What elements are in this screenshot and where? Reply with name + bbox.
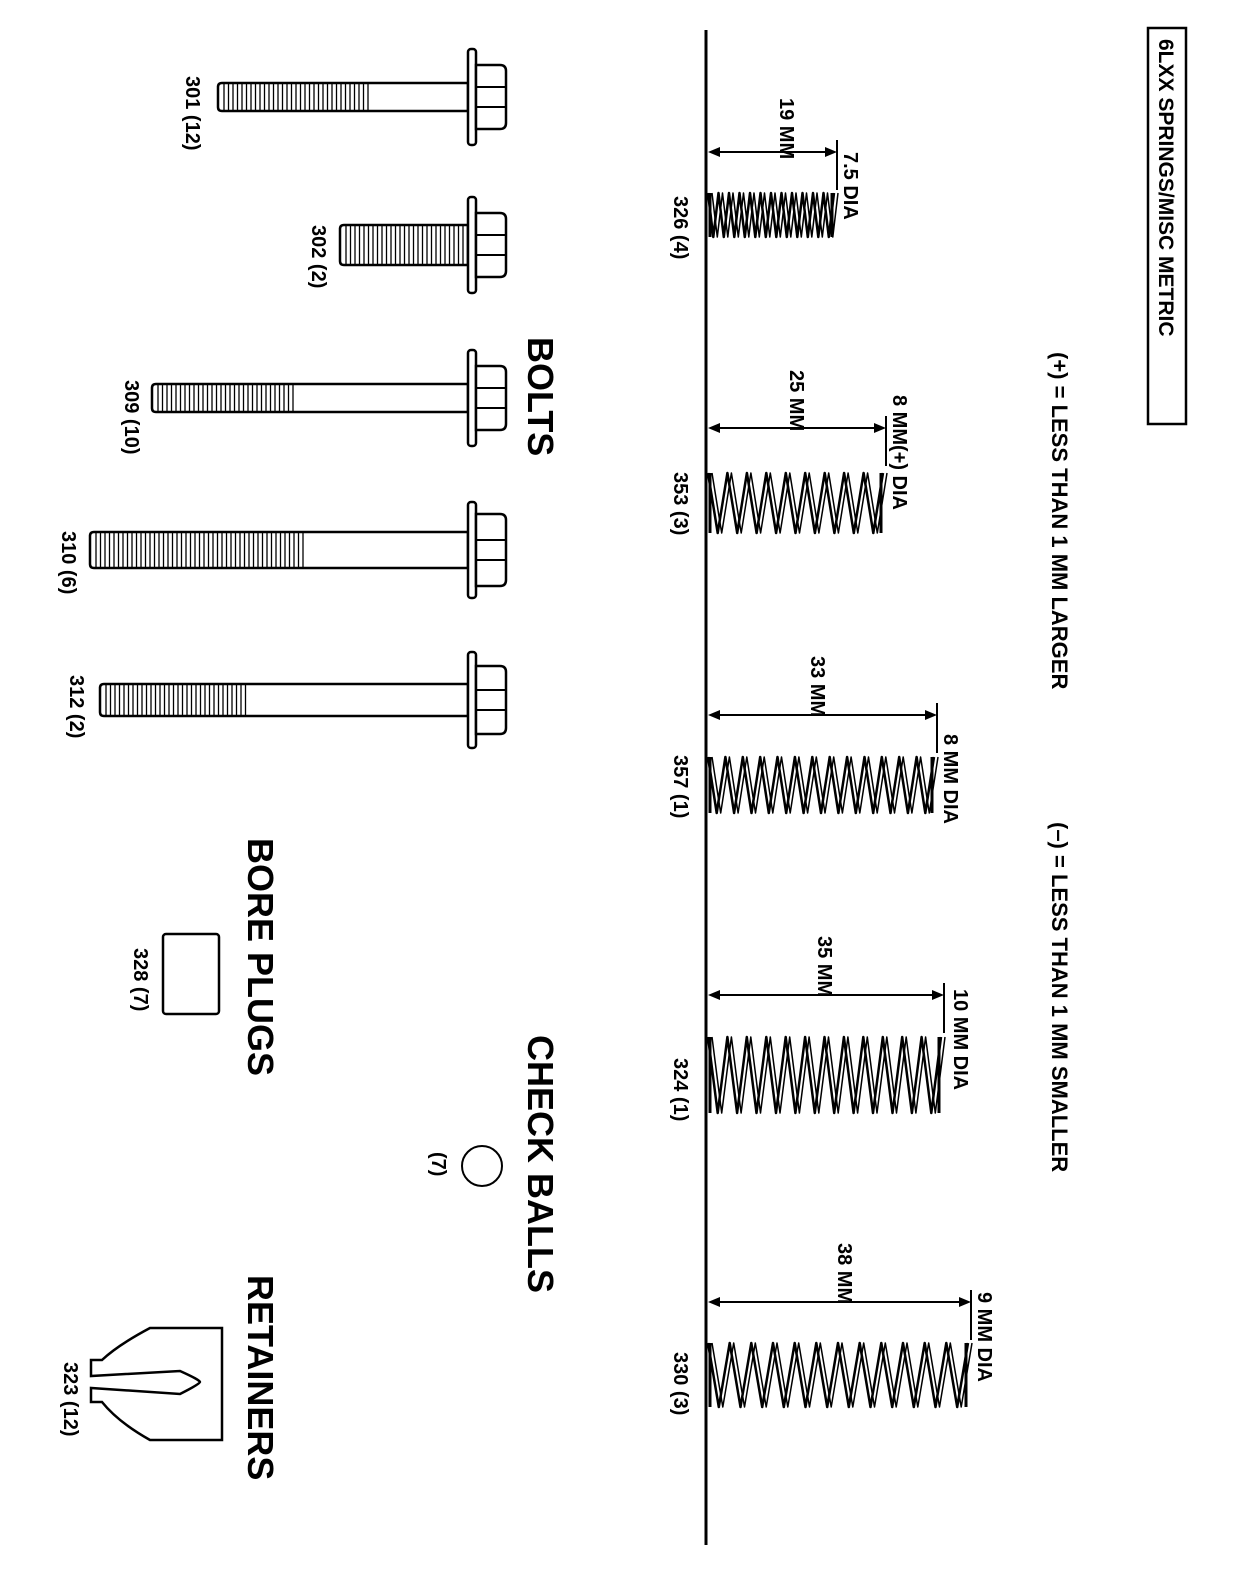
arrowhead [708,990,720,1000]
arrowhead [708,1297,720,1307]
arrowhead [825,147,837,157]
bolt-301-part: 301 (12) [181,76,203,151]
check-balls-heading: CHECK BALLS [520,1035,561,1293]
bolt-310-shape [88,500,508,600]
page-title: 6LXX SPRINGS/MISC METRIC [1154,39,1177,337]
bolt-310: 310 (6) [57,500,508,600]
bore-plug-icon [161,932,221,1016]
bolt-head [474,211,508,279]
spring-353-coil [706,471,888,535]
spring-coil-inner [711,1036,946,1114]
bolt-head [474,664,508,736]
bolt-302-shape [338,195,508,295]
bolt-310-part: 310 (6) [57,531,79,594]
bolts-section: BOLTS 301 (12) 302 (2) 309 (10) 310 (6) … [57,47,561,750]
legend: (+) = LESS THAN 1 MM LARGER (–) = LESS T… [1047,352,1072,1172]
title-box [1146,26,1188,426]
spring-324-dia: 10 MM DIA [949,989,971,1090]
spring-357-coil [706,755,939,815]
bolt-312: 312 (2) [65,650,508,750]
bore-plug-part: 328 (7) [129,948,151,1011]
arrowhead [708,423,720,433]
arrowhead [932,990,944,1000]
spring-324-part: 324 (1) [669,1058,691,1121]
bore-plugs-section: BORE PLUGS 328 (7) [129,838,281,1076]
spring-357-dia: 8 MM DIA [939,734,961,824]
bolt-head [474,63,508,131]
spring-coil-line [706,1035,943,1115]
check-ball-icon [461,1145,503,1187]
arrowhead [959,1297,971,1307]
spring-326: 19 MM 7.5 DIA 326 (4) [669,98,861,259]
spring-353-length: 25 MM [785,370,807,431]
retainer-part: 323 (12) [59,1362,81,1437]
bore-plugs-heading: BORE PLUGS [240,838,281,1076]
retainers-section: RETAINERS 323 (12) [59,1275,281,1480]
bolt-shank [216,81,470,113]
spring-coil-line [706,755,936,815]
spring-353-dia: 8 MM(+) DIA [888,395,910,510]
spring-324-length: 35 MM [813,936,835,997]
check-ball-part: (7) [427,1152,449,1176]
bolt-309: 309 (10) [120,348,508,455]
spring-326-part: 326 (4) [669,196,691,259]
bolt-shank [88,530,470,570]
spring-357-part: 357 (1) [669,755,691,818]
bolt-301-shape [216,47,508,147]
spring-330-part: 330 (3) [669,1352,691,1415]
bolt-312-part: 312 (2) [65,675,87,738]
bolt-302: 302 (2) [307,195,508,295]
spring-coil-inner [711,1342,973,1408]
check-balls-section: CHECK BALLS (7) [427,1035,561,1293]
springs-group: 19 MM 7.5 DIA 326 (4) 25 MM 8 MM(+) DIA … [669,98,995,1415]
spring-330: 38 MM 9 MM DIA 330 (3) [669,1243,995,1415]
spring-330-dia: 9 MM DIA [973,1292,995,1382]
spring-324-coil [706,1035,946,1115]
spring-324: 35 MM 10 MM DIA 324 (1) [669,936,971,1121]
spring-357-length: 33 MM [806,656,828,717]
retainers-heading: RETAINERS [240,1275,281,1480]
retainer-icon [89,1326,224,1442]
arrowhead [708,710,720,720]
spring-326-coil [706,191,839,239]
spring-357: 33 MM 8 MM DIA 357 (1) [669,656,961,824]
bolt-head [474,512,508,588]
spring-330-length: 38 MM [833,1243,855,1304]
bolts-heading: BOLTS [520,337,561,456]
bolt-301: 301 (12) [181,47,508,151]
spring-coil-inner [711,472,888,534]
bolt-302-part: 302 (2) [307,225,329,288]
legend-plus: (+) = LESS THAN 1 MM LARGER [1047,352,1072,689]
spring-coil-inner [711,192,839,238]
spring-326-dia: 7.5 DIA [839,152,861,220]
spring-353-part: 353 (3) [669,472,691,535]
spring-coil-line [706,191,836,239]
spring-330-coil [706,1341,973,1409]
spring-coil-line [706,471,885,535]
bolt-309-part: 309 (10) [120,380,142,455]
legend-minus: (–) = LESS THAN 1 MM SMALLER [1047,822,1072,1172]
bolt-head [474,364,508,432]
spring-coil-inner [711,756,939,814]
arrowhead [708,147,720,157]
arrowhead [874,423,886,433]
bolt-309-shape [150,348,508,448]
spring-353: 25 MM 8 MM(+) DIA 353 (3) [669,370,910,535]
title-block: 6LXX SPRINGS/MISC METRIC [1146,26,1188,426]
spring-326-length: 19 MM [775,98,797,159]
arrowhead [925,710,937,720]
bolt-shank [150,382,470,414]
spring-coil-line [706,1341,970,1409]
bolt-312-shape [98,650,508,750]
